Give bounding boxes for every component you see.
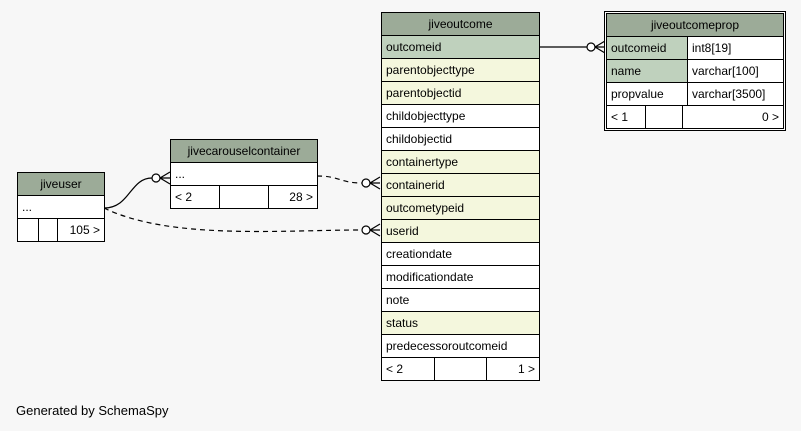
relation-carousel-outcome-crowfoot [369, 176, 381, 190]
relation-outcome-prop-crowfoot [594, 40, 606, 54]
column-row: modificationdate [382, 266, 539, 289]
column-name: status [386, 316, 419, 330]
column-name: predecessoroutcomeid [386, 339, 508, 353]
children-count: 28 > [268, 186, 317, 208]
table-jiveoutcomeprop[interactable]: jiveoutcomeprop outcomeid int8[19] name … [604, 11, 786, 131]
table-footer: 105 > [18, 219, 104, 241]
column-name: propvalue [607, 83, 687, 105]
parents-count: < 2 [386, 362, 404, 376]
column-row: outcometypeid [382, 197, 539, 220]
relation-user-carousel-optional-marker [151, 173, 161, 183]
column-type: varchar[3500] [687, 83, 783, 105]
relation-user-outcome-optional-marker [361, 225, 371, 235]
parents-count: < 1 [611, 110, 629, 124]
column-row: parentobjectid [382, 82, 539, 105]
relation-carousel-outcome [316, 175, 363, 184]
column-name: note [386, 293, 410, 307]
column-name: childobjecttype [386, 109, 466, 123]
parents-count: < 2 [175, 190, 193, 204]
column-row: creationdate [382, 243, 539, 266]
column-name: userid [386, 224, 419, 238]
column-name: parentobjectid [386, 86, 462, 100]
column-name: creationdate [386, 247, 453, 261]
relation-user-outcome-crowfoot [369, 223, 381, 237]
column-row: status [382, 312, 539, 335]
table-title: jivecarouselcontainer [171, 140, 317, 163]
column-type: int8[19] [687, 37, 783, 59]
table-footer: < 2 28 > [171, 186, 317, 208]
column-placeholder: ... [22, 200, 33, 214]
column-name: parentobjecttype [386, 63, 475, 77]
column-name: containerid [386, 178, 445, 192]
column-name: outcomeid [386, 40, 442, 54]
column-row: childobjectid [382, 128, 539, 151]
column-row: name varchar[100] [607, 60, 783, 83]
children-count: 1 > [486, 358, 539, 380]
table-title: jiveoutcome [382, 13, 539, 36]
table-title: jiveoutcomeprop [607, 14, 783, 37]
column-row: containertype [382, 151, 539, 174]
column-row: outcomeid [382, 36, 539, 59]
children-count: 105 > [57, 219, 104, 241]
column-row: containerid [382, 174, 539, 197]
table-title: jiveuser [18, 173, 104, 196]
column-row: parentobjecttype [382, 59, 539, 82]
column-placeholder: ... [175, 167, 186, 181]
column-name: modificationdate [386, 270, 474, 284]
column-name: name [607, 60, 687, 82]
table-jiveoutcome[interactable]: jiveoutcome outcomeid parentobjecttype p… [381, 12, 540, 381]
column-name: containertype [386, 155, 459, 169]
column-name: outcomeid [607, 37, 687, 59]
column-row: outcomeid int8[19] [607, 37, 783, 60]
column-row: propvalue varchar[3500] [607, 83, 783, 106]
relation-user-outcome [103, 207, 363, 233]
generator-caption: Generated by SchemaSpy [16, 403, 169, 418]
children-count: 0 > [682, 106, 783, 128]
table-jiveuser[interactable]: jiveuser ... 105 > [17, 172, 105, 242]
relation-user-carousel-crowfoot [159, 171, 171, 185]
column-row: userid [382, 220, 539, 243]
column-row: note [382, 289, 539, 312]
column-name: outcometypeid [386, 201, 465, 215]
table-footer: < 1 0 > [607, 106, 783, 128]
relation-carousel-outcome-optional-marker [361, 178, 371, 188]
table-jivecarouselcontainer[interactable]: jivecarouselcontainer ... < 2 28 > [170, 139, 318, 209]
column-name: childobjectid [386, 132, 453, 146]
column-row: predecessoroutcomeid [382, 335, 539, 358]
relation-user-carousel [103, 177, 153, 209]
relation-outcome-prop-optional-marker [586, 42, 596, 52]
column-row: childobjecttype [382, 105, 539, 128]
column-type: varchar[100] [687, 60, 783, 82]
table-footer: < 2 1 > [382, 358, 539, 380]
